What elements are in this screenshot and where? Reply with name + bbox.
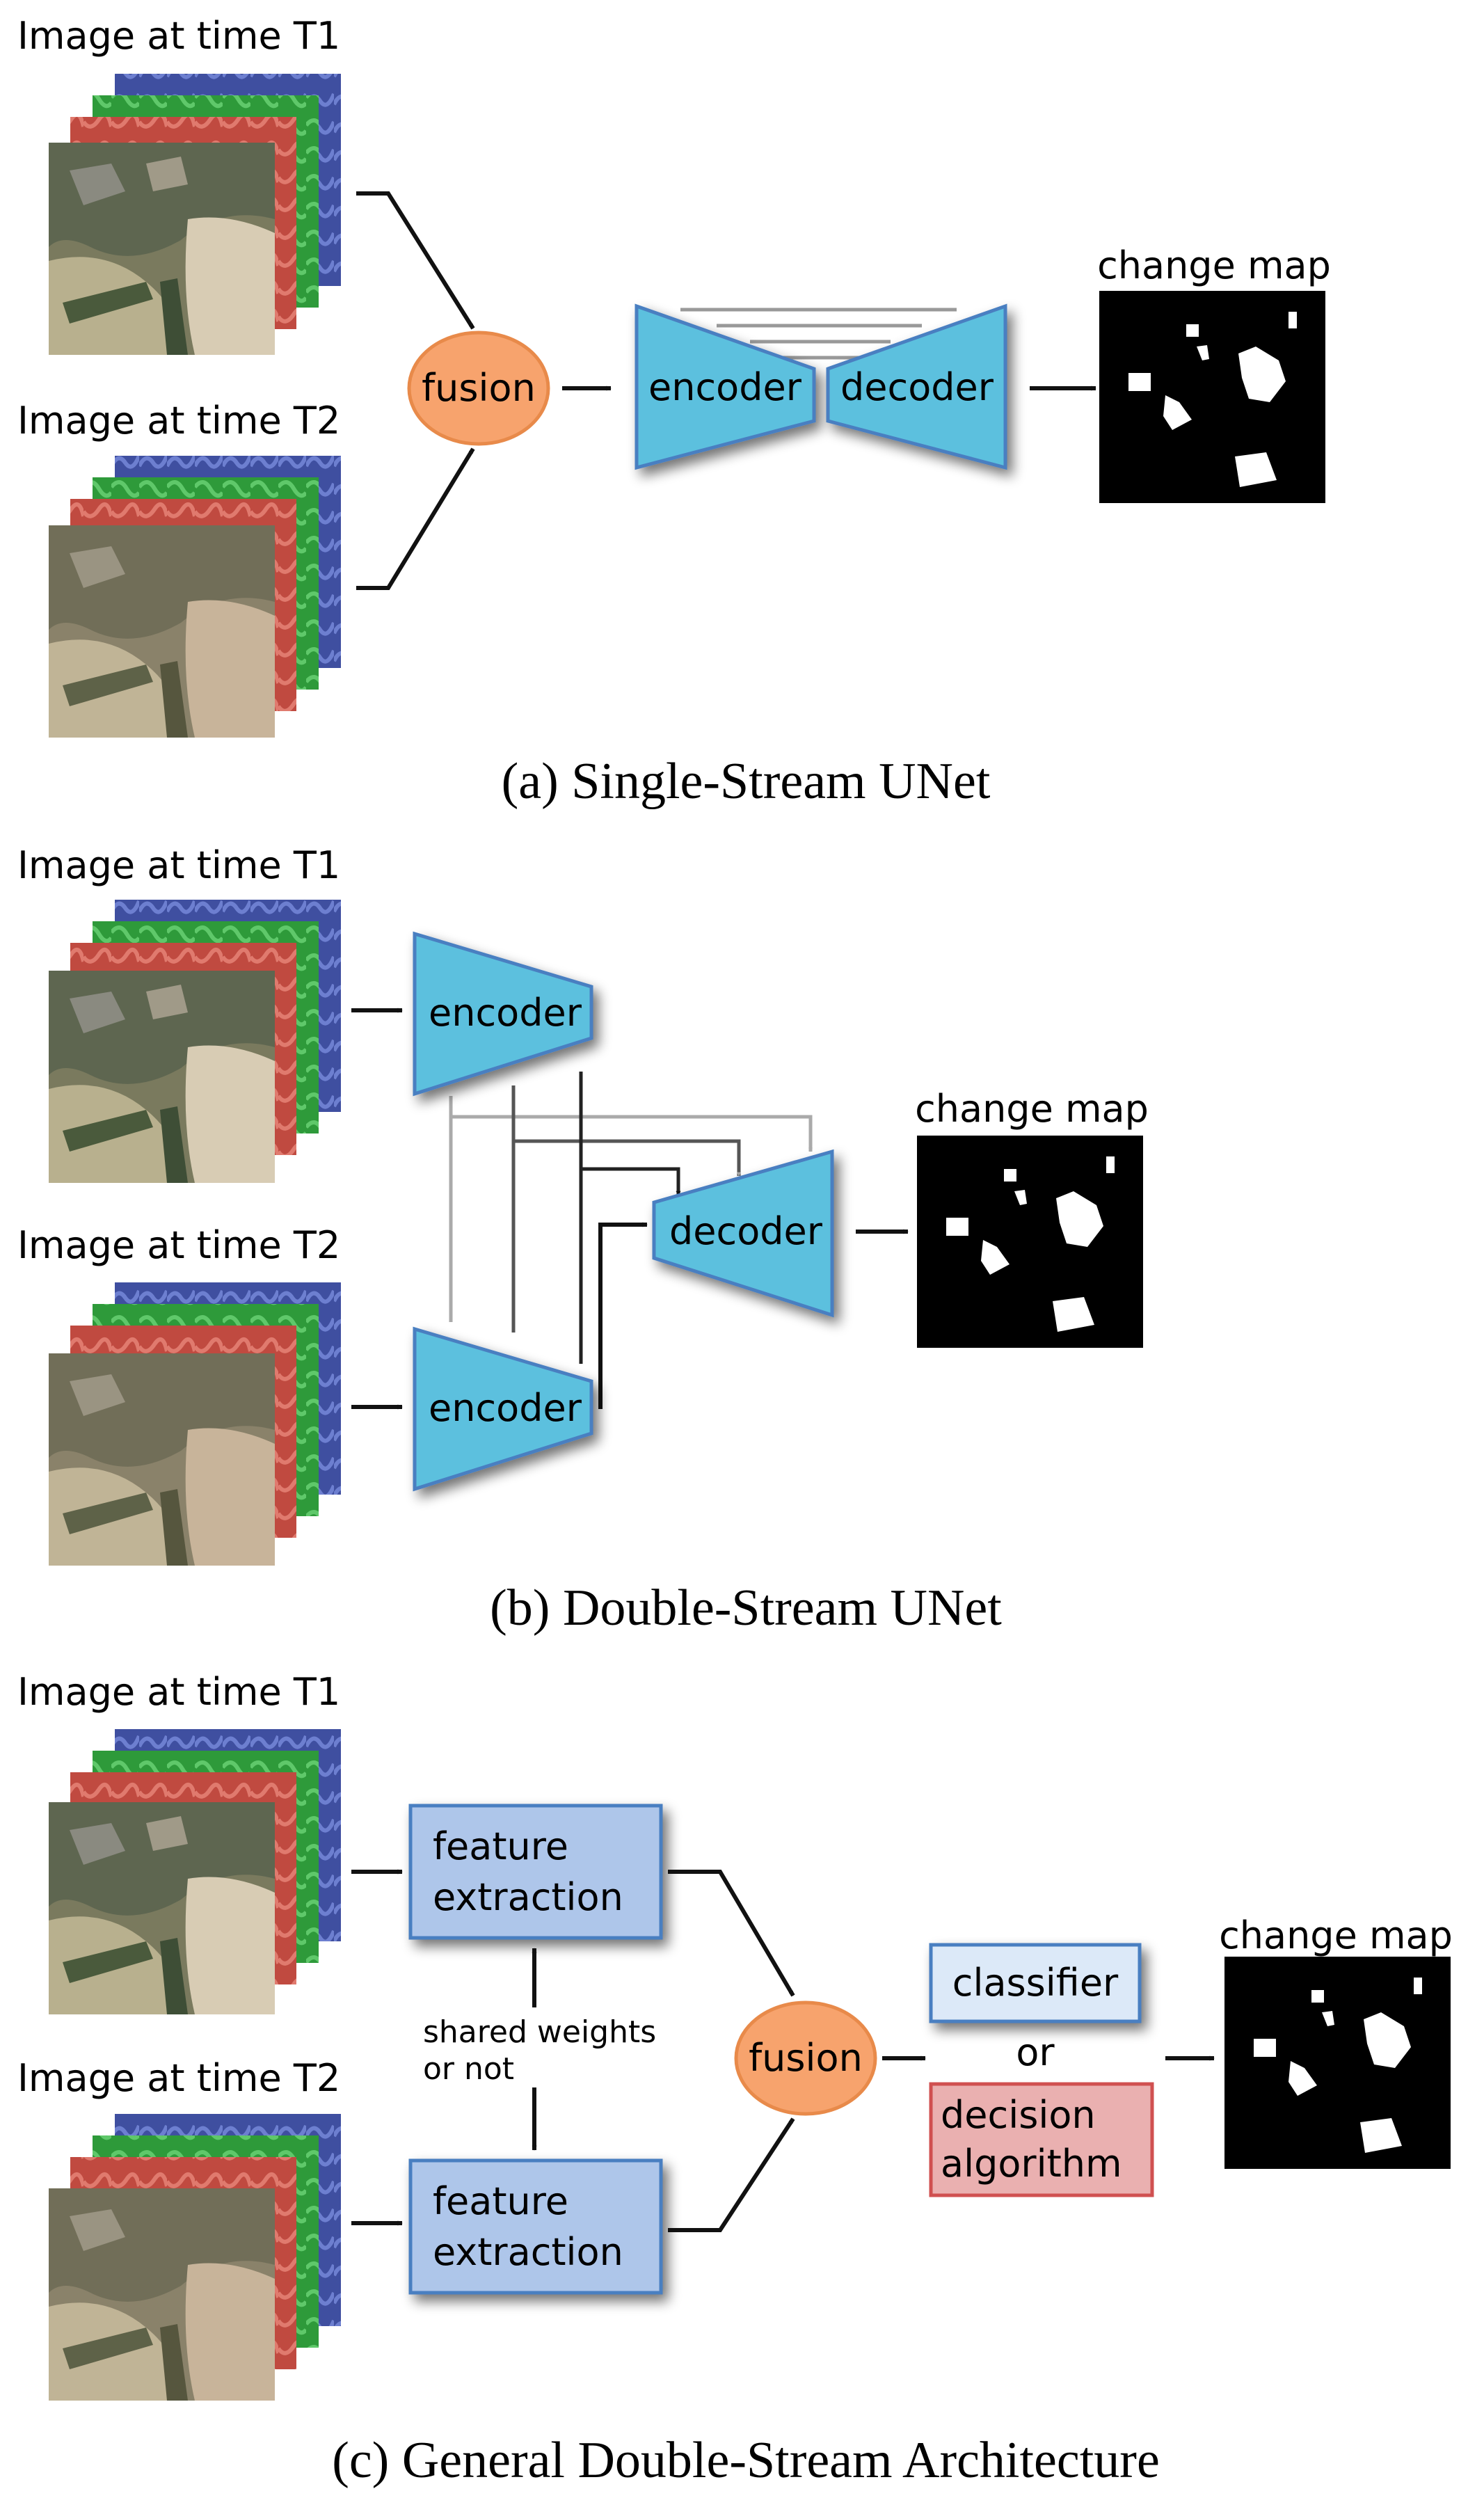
image-stack-t1 [49, 1729, 341, 2014]
image-stack-t1 [49, 74, 341, 355]
encoder-bottom-block [413, 1326, 593, 1492]
classifier-label: classifier [952, 1961, 1119, 2005]
unet-decoder-block [826, 303, 1007, 470]
image-stack-t2 [49, 1282, 341, 1566]
change-map-label: change map [915, 1087, 1149, 1131]
image-stack-t2 [49, 456, 341, 738]
image-t1-label: Image at time T1 [17, 843, 340, 887]
change-map-label: change map [1219, 1914, 1453, 1957]
arrow-t2-to-fusion [356, 447, 475, 590]
change-map-image [1099, 291, 1325, 503]
encoder-label: encoder [648, 365, 802, 409]
decision-algorithm-box [929, 2082, 1154, 2197]
arrow-feature-top-to-fusion [668, 1870, 795, 1997]
encoder-top-block [413, 931, 593, 1097]
panel-c: Image at time T1 Image at time T2 featur… [17, 1670, 1453, 2489]
image-stack-t2 [49, 2114, 341, 2401]
encoder-bottom-label: encoder [429, 1386, 582, 1430]
decision-line2: algorithm [941, 2142, 1122, 2186]
arrow-feature-bottom-to-fusion [668, 2117, 795, 2232]
fusion-label: fusion [422, 366, 536, 410]
or-label: or [1016, 2030, 1055, 2074]
change-map-image [1224, 1957, 1451, 2169]
fusion-node: fusion [734, 2000, 877, 2116]
arrow-t1-to-fusion [356, 191, 475, 330]
skip-lines [680, 308, 957, 360]
fusion-node: fusion [407, 331, 550, 446]
image-t2-label: Image at time T2 [17, 2056, 340, 2100]
panel-b: Image at time T1 Image at time T2 [17, 843, 1149, 1637]
change-map-image [917, 1136, 1143, 1348]
image-t1-label: Image at time T1 [17, 1670, 340, 1714]
decoder-label: decoder [669, 1209, 823, 1253]
change-map-label: change map [1097, 244, 1331, 287]
image-t1-label: Image at time T1 [17, 14, 340, 58]
fusion-label: fusion [749, 2036, 863, 2080]
unet-encoder-block [635, 303, 816, 470]
feature-top-line2: extraction [433, 1875, 623, 1919]
caption-b: (b) Double-Stream UNet [490, 1580, 1002, 1637]
caption-c: (c) General Double-Stream Architecture [332, 2432, 1160, 2489]
feature-bottom-line1: feature [433, 2179, 568, 2223]
skip-connections [449, 1072, 813, 1409]
encoder-top-label: encoder [429, 991, 582, 1035]
feature-extraction-top-box [408, 1804, 663, 1940]
decoder-block [652, 1149, 834, 1318]
feature-extraction-bottom-box [408, 2158, 663, 2295]
image-stack-t1 [49, 900, 341, 1183]
feature-top-line1: feature [433, 1824, 568, 1868]
panel-a: Image at time T1 Image at time T2 fusion [17, 14, 1331, 810]
decision-line1: decision [941, 2093, 1096, 2137]
feature-bottom-line2: extraction [433, 2230, 623, 2274]
shared-weights-line2: or not [423, 2051, 514, 2087]
decoder-label: decoder [840, 365, 994, 409]
shared-weights-line1: shared weights [423, 2014, 656, 2050]
image-t2-label: Image at time T2 [17, 1223, 340, 1267]
caption-a: (a) Single-Stream UNet [502, 753, 991, 810]
image-t2-label: Image at time T2 [17, 399, 340, 443]
classifier-box [929, 1943, 1142, 2023]
